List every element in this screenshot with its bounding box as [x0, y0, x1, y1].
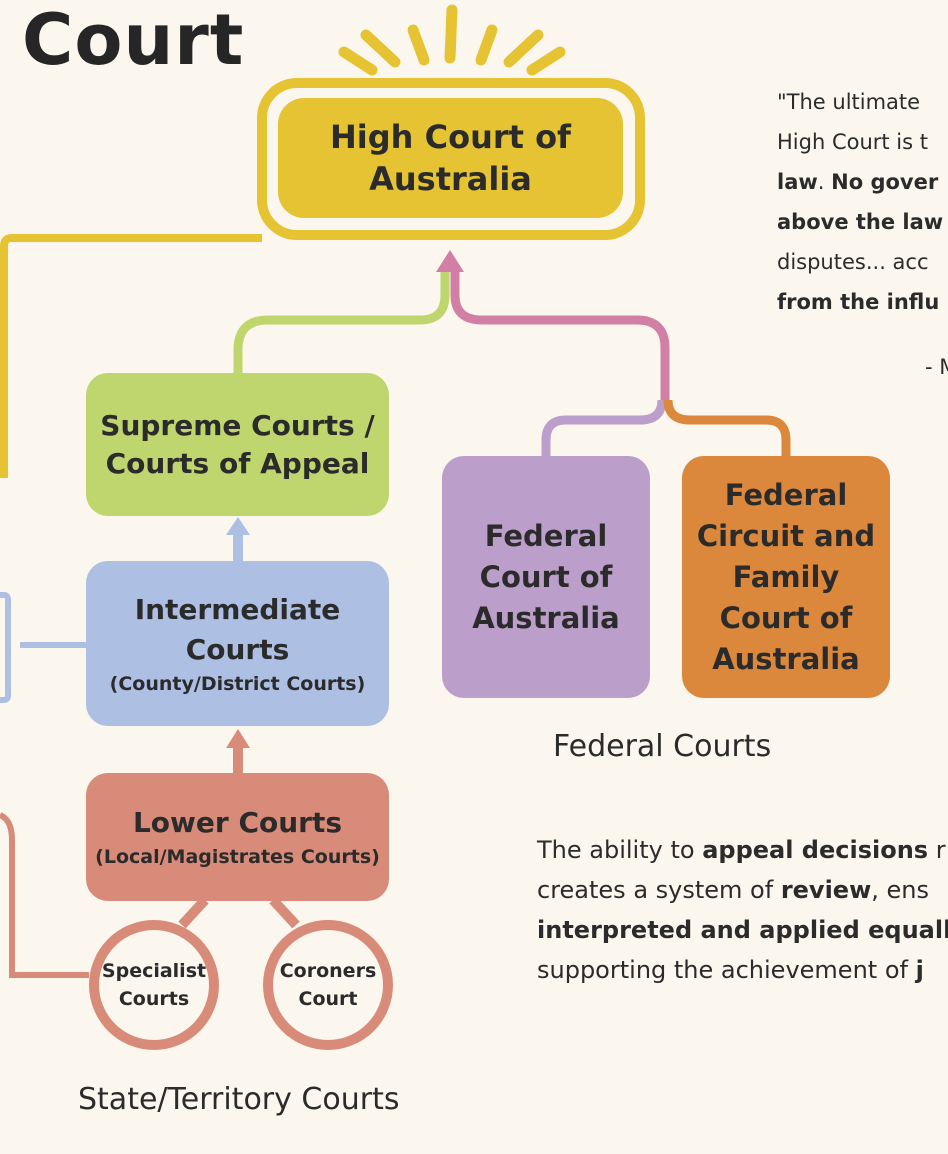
- intermediate-left-bracket: [0, 592, 11, 703]
- quote-block: "The ultimate High Court is t law. No go…: [777, 82, 943, 322]
- intermediate-courts-box: Intermediate Courts (County/District Cou…: [86, 561, 389, 726]
- quote-line-3: law. No gover: [777, 170, 939, 194]
- circuit-line-4: Court of: [719, 600, 853, 635]
- coroners-court-circle: Coroners Court: [263, 920, 393, 1050]
- para-line-3: interpreted and applied equally: [537, 916, 948, 944]
- circuit-line-1: Federal: [724, 477, 848, 512]
- quote-line-6: from the influ: [777, 290, 940, 314]
- supreme-line-2: Courts of Appeal: [105, 446, 370, 480]
- para-line-4: supporting the achievement of j: [537, 956, 924, 984]
- intermediate-arrow-icon: [226, 729, 250, 748]
- federal-line-3: Australia: [472, 600, 620, 635]
- supreme-arrow-icon: [226, 517, 250, 535]
- coroners-line-2: Court: [298, 988, 358, 1010]
- specialist-courts-circle: Specialist Courts: [89, 920, 219, 1050]
- lower-to-specialist-line: [178, 896, 209, 929]
- quote-line-1: "The ultimate: [777, 90, 921, 114]
- federal-branch-line: [541, 399, 667, 456]
- state-left-line: [0, 812, 89, 978]
- specialist-line-1: Specialist: [101, 960, 207, 982]
- lower-courts-box: Lower Courts (Local/Magistrates Courts): [86, 773, 389, 901]
- page-title: Court: [22, 0, 245, 81]
- quote-line-2: High Court is t: [777, 130, 928, 154]
- specialist-line-2: Courts: [118, 988, 190, 1010]
- federal-courts-label: Federal Courts: [553, 729, 772, 764]
- federal-to-high-line: [450, 270, 670, 400]
- quote-attribution: - M: [925, 355, 948, 379]
- intermediate-subtitle: (County/District Courts): [109, 672, 366, 695]
- sun-rays-icon: [338, 4, 566, 76]
- high-court-left-line: [0, 234, 262, 478]
- supreme-line-1: Supreme Courts /: [100, 408, 375, 442]
- circuit-line-2: Circuit and: [696, 518, 876, 553]
- appeal-paragraph: The ability to appeal decisions r create…: [537, 830, 948, 990]
- para-line-1: The ability to appeal decisions r: [537, 836, 946, 864]
- quote-line-4: above the law: [777, 210, 944, 234]
- federal-court-box: Federal Court of Australia: [442, 456, 650, 698]
- high-court-arrow-icon: [436, 250, 464, 272]
- federal-circuit-court-box: Federal Circuit and Family Court of Aust…: [682, 456, 890, 698]
- para-line-2: creates a system of review, ens: [537, 876, 929, 904]
- federal-line-1: Federal: [484, 518, 608, 553]
- circuit-branch-line: [663, 399, 791, 456]
- high-court-line-1: High Court of: [330, 118, 571, 156]
- quote-line-5: disputes... acc: [777, 250, 929, 274]
- intermediate-line-1: Intermediate: [134, 592, 341, 626]
- supreme-courts-box: Supreme Courts / Courts of Appeal: [86, 373, 389, 516]
- high-court-line-2: Australia: [369, 160, 532, 198]
- supreme-to-high-line: [233, 270, 450, 373]
- lower-to-coroners-line: [269, 896, 300, 929]
- circuit-line-3: Family: [732, 559, 840, 594]
- state-courts-label: State/Territory Courts: [78, 1082, 400, 1117]
- intermediate-line-2: Courts: [185, 632, 290, 666]
- lower-courts-subtitle: (Local/Magistrates Courts): [95, 846, 380, 868]
- coroners-line-1: Coroners: [279, 960, 377, 982]
- federal-line-2: Court of: [479, 559, 613, 594]
- circuit-line-5: Australia: [712, 641, 860, 676]
- lower-courts-name: Lower Courts: [132, 806, 343, 839]
- high-court-box: High Court of Australia: [278, 98, 623, 218]
